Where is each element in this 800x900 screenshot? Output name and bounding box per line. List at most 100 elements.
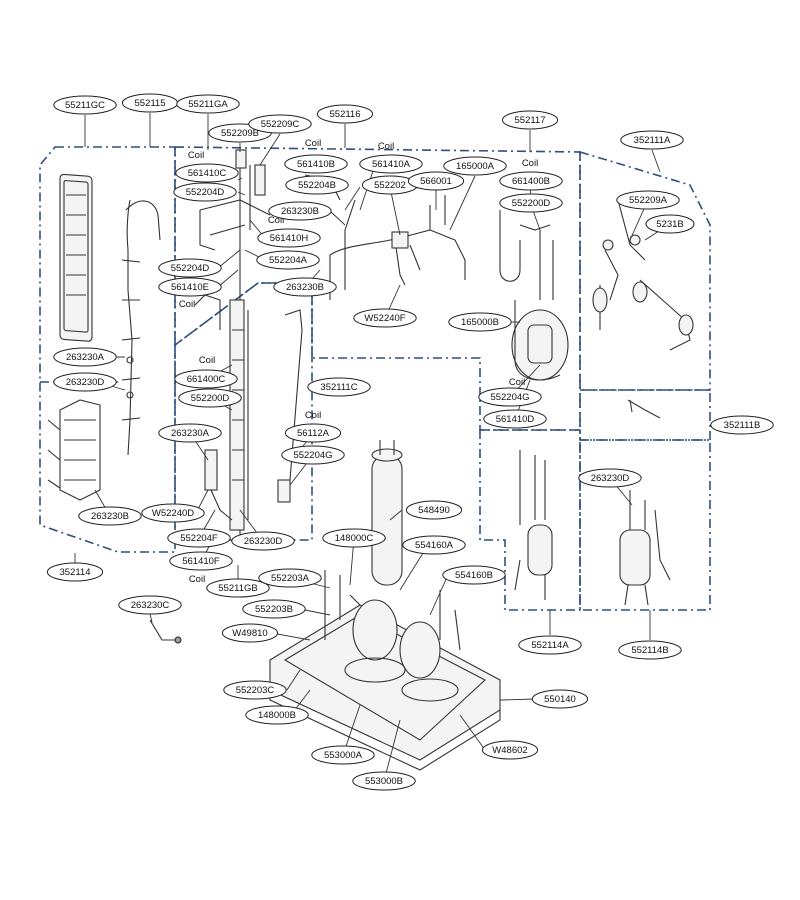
callout-bubble	[206, 578, 270, 598]
callout-bubble	[231, 531, 295, 551]
callout-bubble	[248, 114, 312, 134]
callout-bubble	[402, 535, 466, 555]
callout-label: 148000C	[335, 533, 374, 544]
part-callout: 56112A	[284, 423, 342, 443]
part-callout: 263230A	[53, 347, 117, 367]
callout-label: 552209C	[261, 119, 300, 130]
callout-label: W48602	[492, 745, 527, 756]
border-accumulator-a	[479, 429, 581, 611]
border-right-upper-assembly	[579, 150, 711, 391]
callout-bubble	[442, 565, 506, 585]
callout-bubble	[284, 154, 348, 174]
callout-bubble	[268, 201, 332, 221]
part-callout: 263230B	[273, 277, 337, 297]
callout-label: 552203B	[255, 604, 293, 615]
callout-bubble	[158, 258, 222, 278]
part-callout: 553000A	[311, 745, 375, 765]
callout-label: 552203A	[271, 573, 310, 584]
callout-bubble	[618, 640, 682, 660]
callout-label: 263230C	[131, 600, 170, 611]
callout-label: 553000A	[324, 750, 363, 761]
coil-label-4: Coil	[522, 158, 538, 169]
part-callout: 263230D	[53, 372, 117, 392]
callout-label: 165000A	[456, 161, 495, 172]
callout-bubble	[242, 599, 306, 619]
part-callout: 148000C	[322, 528, 386, 548]
part-callout: 554160A	[402, 535, 466, 555]
callout-bubble	[257, 228, 321, 248]
callout-label: 550140	[544, 694, 576, 705]
callout-label: 55211GC	[65, 100, 105, 111]
callout-bubble	[443, 156, 507, 176]
callout-bubble	[46, 562, 104, 582]
callout-label: W49810	[232, 628, 267, 639]
callout-label: W52240D	[152, 508, 194, 519]
coil-assembly-left-lower	[47, 399, 101, 501]
callout-label: 552116	[330, 109, 361, 120]
part-callout: 263230B	[78, 506, 142, 526]
callout-label: 165000B	[461, 317, 499, 328]
callout-bubble	[518, 635, 582, 655]
part-callout: 352114	[46, 562, 104, 582]
part-callout: 263230C	[118, 595, 182, 615]
part-callout: 55211GA	[176, 94, 240, 114]
part-callout: 165000B	[448, 312, 512, 332]
callout-label: 552114A	[531, 640, 569, 651]
part-callout: W48602	[481, 740, 539, 760]
callout-label: 552204A	[269, 255, 308, 266]
callout-label: 561410C	[188, 168, 227, 179]
part-callout: 661400C	[174, 369, 238, 389]
callout-label: 552115	[135, 98, 166, 109]
part-callout: 552209A	[616, 190, 680, 210]
part-callout: 552203B	[242, 599, 306, 619]
callout-label: 263230A	[66, 352, 105, 363]
sensor-263230c	[149, 619, 182, 644]
valve-assembly-55211gb	[204, 299, 249, 540]
callout-label: 352111A	[634, 135, 671, 146]
callout-label: 554160B	[455, 570, 493, 581]
callout-bubble	[175, 163, 239, 183]
callout-label: 561410F	[182, 556, 220, 567]
coil-label-8: Coil	[305, 410, 321, 421]
callout-label: 552204B	[298, 180, 336, 191]
callout-label: 56112A	[297, 428, 330, 439]
callout-bubble	[78, 506, 142, 526]
part-callout: 552116	[316, 104, 374, 124]
part-callout: 548490	[405, 500, 463, 520]
callout-label: 561410H	[270, 233, 309, 244]
coil-labels: Coil Coil Coil Coil Coil Coil Coil Coil …	[179, 138, 538, 585]
callout-bubble	[307, 377, 371, 397]
part-callout: 561410A	[359, 154, 423, 174]
callout-label: 561410B	[297, 159, 335, 170]
callout-bubble	[710, 415, 774, 435]
part-callout: 148000B	[245, 705, 309, 725]
callout-bubble	[478, 387, 542, 407]
callout-label: 553000B	[365, 776, 403, 787]
pipe-352111c	[277, 309, 303, 503]
part-callout: 552203A	[258, 568, 322, 588]
callout-label: 263230B	[91, 511, 129, 522]
part-callout: 552117	[501, 110, 559, 130]
part-callout: 552200D	[178, 388, 242, 408]
callout-bubble	[405, 500, 463, 520]
callout-label: 552114B	[631, 645, 668, 656]
receiver-assembly-552117	[499, 210, 569, 381]
part-callout: 263230D	[578, 468, 642, 488]
part-callout: 552114B	[618, 640, 682, 660]
callout-bubble	[174, 369, 238, 389]
part-callout: 352111B	[710, 415, 774, 435]
callout-label: 552204F	[180, 533, 218, 544]
coil-label-7: Coil	[199, 355, 215, 366]
callout-bubble	[221, 623, 279, 643]
callout-bubble	[256, 250, 320, 270]
part-callout: 561410D	[483, 409, 547, 429]
callout-label: 263230B	[281, 206, 319, 217]
callout-bubble	[158, 277, 222, 297]
callout-bubble	[53, 95, 117, 115]
callout-bubble	[158, 423, 222, 443]
callout-label: 263230D	[591, 473, 630, 484]
part-callout: 561410H	[257, 228, 321, 248]
accumulator-552114a	[514, 450, 553, 600]
part-callout: 552204B	[285, 175, 349, 195]
